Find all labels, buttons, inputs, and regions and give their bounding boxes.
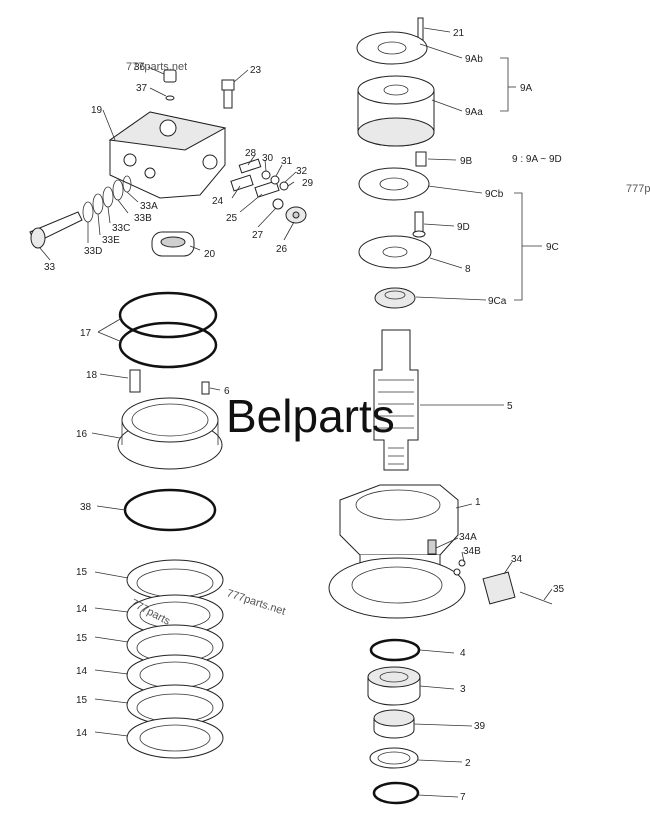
drive-shaft-5 (373, 329, 419, 471)
label-33: 33 (44, 262, 56, 273)
o-ring-38 (123, 488, 217, 532)
label-7: 7 (460, 792, 466, 803)
label-33D: 33D (84, 246, 102, 257)
label-18: 18 (86, 370, 98, 381)
label-31: 31 (281, 156, 293, 167)
ring-2 (369, 747, 419, 769)
label-9A: 9A (520, 83, 533, 94)
label-19: 19 (91, 105, 103, 116)
label-26: 26 (276, 244, 288, 255)
label-32: 32 (296, 166, 308, 177)
label-14c: 14 (76, 728, 88, 739)
label-34: 34 (511, 554, 523, 565)
label-9B: 9B (460, 156, 473, 167)
label-6: 6 (224, 386, 230, 397)
watermark-site-edge: 777p (626, 183, 650, 195)
label-30: 30 (262, 153, 274, 164)
label-23: 23 (250, 65, 262, 76)
label-15c: 15 (76, 695, 88, 706)
snap-ring-7 (372, 781, 420, 805)
label-20: 20 (204, 249, 216, 260)
ring-gear-16 (117, 397, 223, 470)
part-labels: 36 37 19 23 28 30 31 32 29 24 25 27 26 2… (44, 28, 565, 803)
spherical-bush-9Ca (374, 287, 416, 309)
label-35: 35 (553, 584, 565, 595)
collar-39 (373, 709, 415, 739)
label-9Aa: 9Aa (465, 107, 483, 118)
label-33A: 33A (140, 201, 158, 212)
label-34B: 34B (463, 546, 481, 557)
bearing-3 (367, 666, 421, 706)
label-9C: 9C (546, 242, 559, 253)
snap-ring-4 (369, 638, 421, 662)
label-38: 38 (80, 502, 92, 513)
leader-lines (39, 27, 553, 798)
label-14a: 14 (76, 604, 88, 615)
label-9Ab: 9Ab (465, 54, 483, 65)
label-39: 39 (474, 721, 486, 732)
piston-9D (412, 211, 426, 238)
label-17: 17 (80, 328, 92, 339)
label-8: 8 (465, 264, 471, 275)
label-2: 2 (465, 758, 471, 769)
cylinder-block-9Aa (357, 75, 435, 147)
label-33C: 33C (112, 223, 130, 234)
label-3: 3 (460, 684, 466, 695)
label-25: 25 (226, 213, 238, 224)
o-rings-17 (118, 291, 218, 369)
label-24: 24 (212, 196, 224, 207)
retainer-plate-9Cb (358, 167, 430, 201)
valve-block-assembly (29, 69, 307, 257)
label-34A: 34A (459, 532, 477, 543)
watermark-site-top: 777parts.net (126, 61, 187, 73)
valve-plate-9Ab (356, 17, 428, 65)
label-27: 27 (252, 230, 264, 241)
label-9Ca: 9Ca (488, 296, 507, 307)
label-9D: 9D (457, 222, 470, 233)
label-28: 28 (245, 148, 257, 159)
label-33B: 33B (134, 213, 152, 224)
watermark-site-mid: 777parts.net (225, 587, 287, 617)
label-15b: 15 (76, 633, 88, 644)
label-15a: 15 (76, 567, 88, 578)
pin-18-and-6 (129, 369, 210, 395)
label-1: 1 (475, 497, 481, 508)
housing-1 (328, 484, 466, 619)
friction-plate-stack (126, 559, 224, 759)
label-33E: 33E (102, 235, 120, 246)
label-29: 29 (302, 178, 314, 189)
watermark-brand: Belparts (226, 390, 395, 442)
label-9Cb: 9Cb (485, 189, 504, 200)
label-36: 36 (134, 62, 146, 73)
cover-34-bolt-35 (453, 559, 553, 605)
label-group-note: 9 : 9A ~ 9D (512, 154, 562, 165)
label-37: 37 (136, 83, 148, 94)
label-21: 21 (453, 28, 465, 39)
spring-9B (415, 151, 427, 167)
label-14b: 14 (76, 666, 88, 677)
thrust-plate-8 (358, 235, 432, 269)
label-4: 4 (460, 648, 466, 659)
label-5: 5 (507, 401, 513, 412)
label-16: 16 (76, 429, 88, 440)
